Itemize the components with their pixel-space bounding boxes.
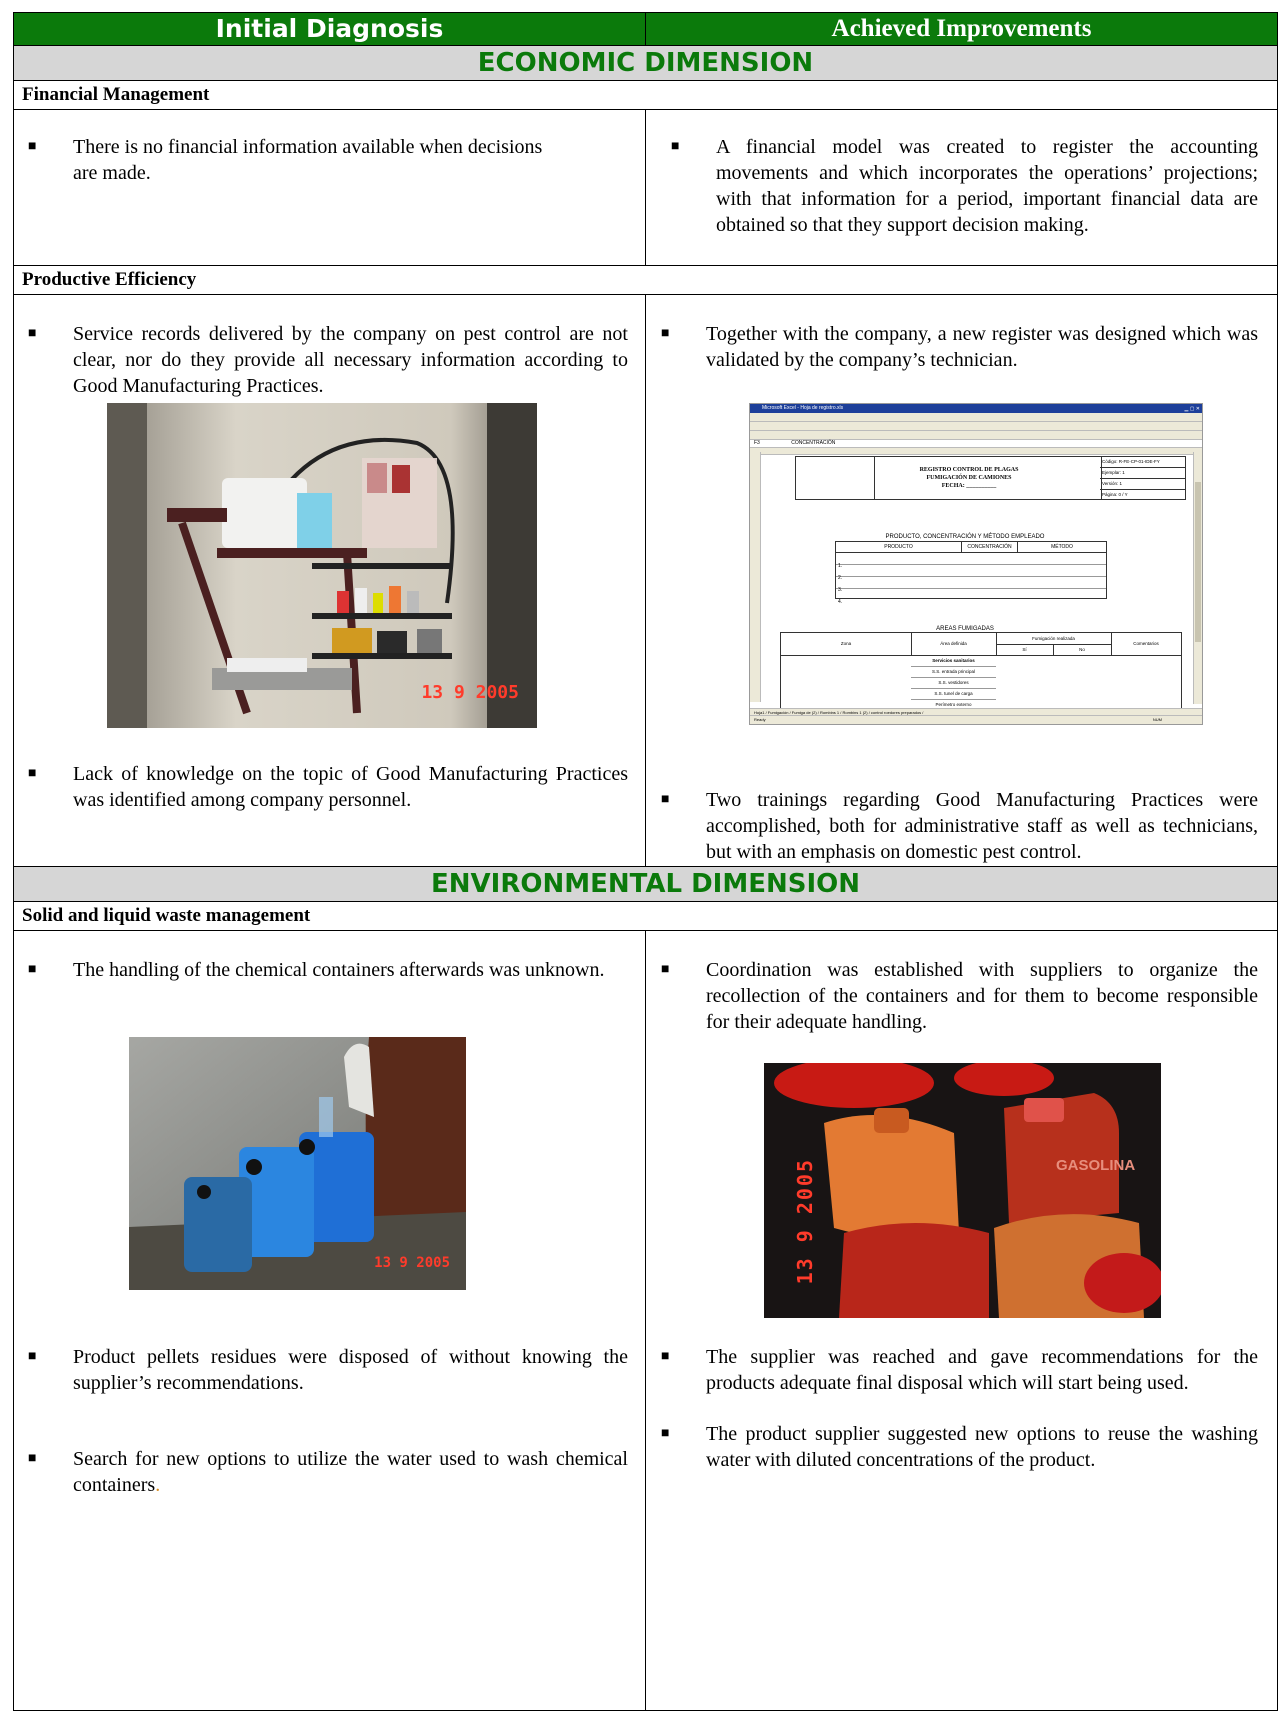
status-bar: Ready NUM [750,715,1202,724]
waste-diagnosis-text-3-end: . [155,1474,161,1496]
header-initial-diagnosis: Initial Diagnosis [13,12,646,46]
environmental-dimension-title: ENVIRONMENTAL DIMENSION [13,866,1278,902]
bullet: ■ [28,326,37,341]
productive-efficiency-row: ■ Service records delivered by the compa… [13,294,1278,867]
register-meta: Código: R-FE-CP-01-IDE-FY Ejemplar: 1 Ve… [1100,456,1186,500]
spreadsheet-toolbar-1[interactable] [750,422,1202,431]
waste-improvement-text-1: Coordination was established with suppli… [706,959,1258,1033]
photo-date-stamp: 13 9 2005 [374,1255,450,1271]
waste-improvement-cell: ■ Coordination was established with supp… [645,930,1278,1711]
pest-control-room-photo: 13 9 2005 [107,403,537,728]
bullet: ■ [28,1451,37,1466]
financial-improvement-text: A financial model was created to registe… [716,136,1258,236]
photo-date-stamp: 13 9 2005 [421,682,519,703]
productive-diagnosis-item-1: ■ Service records delivered by the compa… [28,321,628,399]
financial-improvement-item: ■ A financial model was created to regis… [671,134,1258,238]
bullet: ■ [661,326,670,341]
financial-improvement-cell: ■ A financial model was created to regis… [645,109,1278,266]
sheet-tabs[interactable]: Hoja1 / Fumigación / Fumiga de (2) / Rom… [750,708,1202,716]
waste-diagnosis-item-1: ■ The handling of the chemical container… [28,957,628,983]
productive-improvement-item-1: ■ Together with the company, a new regis… [661,321,1258,373]
productive-improvement-text-2: Two trainings regarding Good Manufacturi… [706,789,1258,863]
register-header-box: REGISTRO CONTROL DE PLAGAS FUMIGACIÓN DE… [795,456,1102,500]
bullet: ■ [661,792,670,807]
formula-content: CONCENTRACIÓN [791,440,836,446]
section-2-title: AREAS FUMIGADAS [936,626,994,632]
waste-improvement-item-2: ■ The supplier was reached and gave reco… [661,1344,1258,1396]
bullet: ■ [661,1349,670,1364]
waste-management-title: Solid and liquid waste management [13,901,1278,931]
column-headers [750,448,1202,455]
bullet: ■ [661,1426,670,1441]
waste-improvement-item-3: ■ The product supplier suggested new opt… [661,1421,1258,1473]
productive-efficiency-title: Productive Efficiency [13,265,1278,295]
gasoline-containers-illustration [764,1063,1161,1318]
waste-diagnosis-text-2: Product pellets residues were disposed o… [73,1346,628,1394]
waste-diagnosis-cell: ■ The handling of the chemical container… [13,930,646,1711]
header-achieved-improvements: Achieved Improvements [645,12,1278,46]
header-row: Initial Diagnosis Achieved Improvements [13,12,1278,46]
photo-date-stamp: 13 9 2005 [793,1158,817,1285]
spreadsheet-screenshot: Microsoft Excel - Hoja de registro.xls ▁… [749,403,1203,725]
productive-diagnosis-item-2: ■ Lack of knowledge on the topic of Good… [28,761,628,813]
row-headers [750,452,761,702]
waste-improvement-text-2: The supplier was reached and gave recomm… [706,1346,1258,1394]
comparison-table: Initial Diagnosis Achieved Improvements … [13,12,1278,1711]
section-1-title: PRODUCTO, CONCENTRACIÓN Y MÉTODO EMPLEAD… [885,534,1045,540]
window-controls-icon[interactable]: ▁ ▢ ✕ [1184,406,1200,412]
gasoline-containers-photo: GASOLINA 13 9 2005 [764,1063,1161,1318]
economic-dimension-title: ECONOMIC DIMENSION [13,45,1278,81]
financial-management-title: Financial Management [13,80,1278,110]
spreadsheet-toolbar-2[interactable] [750,431,1202,440]
room-photo-illustration [107,403,537,728]
financial-diagnosis-cell: ■ There is no financial information avai… [13,109,646,266]
waste-management-row: ■ The handling of the chemical container… [13,930,1278,1711]
productive-improvement-cell: ■ Together with the company, a new regis… [645,294,1278,867]
spreadsheet-window-title: Microsoft Excel - Hoja de registro.xls [762,405,844,411]
waste-improvement-item-1: ■ Coordination was established with supp… [661,957,1258,1035]
spreadsheet-formula-bar[interactable]: F3 CONCENTRACIÓN [750,440,1202,448]
areas-table: Zona Área definida Fumigación realizada … [780,632,1182,709]
waste-diagnosis-item-3: ■ Search for new options to utilize the … [28,1446,628,1498]
bullet: ■ [671,139,680,154]
waste-improvement-text-3: The product supplier suggested new optio… [706,1423,1258,1471]
financial-diagnosis-text: There is no financial information availa… [73,136,543,184]
areas-list: Servicios sanitarios S.S. entrada princi… [911,656,996,710]
productive-diagnosis-text-1: Service records delivered by the company… [73,323,628,397]
spreadsheet-menubar[interactable] [750,413,1202,422]
productive-improvement-item-2: ■ Two trainings regarding Good Manufactu… [661,787,1258,865]
bullet: ■ [28,1349,37,1364]
productive-improvement-text-1: Together with the company, a new registe… [706,323,1258,371]
blue-containers-illustration [129,1037,466,1290]
vertical-scrollbar[interactable] [1193,452,1202,704]
waste-diagnosis-text-1: The handling of the chemical containers … [73,959,605,981]
financial-management-row: ■ There is no financial information avai… [13,109,1278,266]
register-title: REGISTRO CONTROL DE PLAGAS FUMIGACIÓN DE… [919,467,1019,489]
waste-diagnosis-text-3: Search for new options to utilize the wa… [73,1448,628,1496]
spreadsheet-titlebar: Microsoft Excel - Hoja de registro.xls ▁… [750,404,1202,413]
gasoline-label-text: GASOLINA [1056,1157,1136,1174]
bullet: ■ [28,962,37,977]
product-table: PRODUCTO CONCENTRACIÓN MÉTODO 1. 2. 3. 4… [835,541,1107,605]
bullet: ■ [28,139,37,154]
bullet: ■ [28,766,37,781]
bullet: ■ [661,962,670,977]
blue-containers-photo: 13 9 2005 [129,1037,466,1290]
productive-diagnosis-text-2: Lack of knowledge on the topic of Good M… [73,763,628,811]
cell-reference: F3 [754,440,760,446]
productive-diagnosis-cell: ■ Service records delivered by the compa… [13,294,646,867]
waste-diagnosis-item-2: ■ Product pellets residues were disposed… [28,1344,628,1396]
financial-diagnosis-item: ■ There is no financial information avai… [28,134,543,186]
